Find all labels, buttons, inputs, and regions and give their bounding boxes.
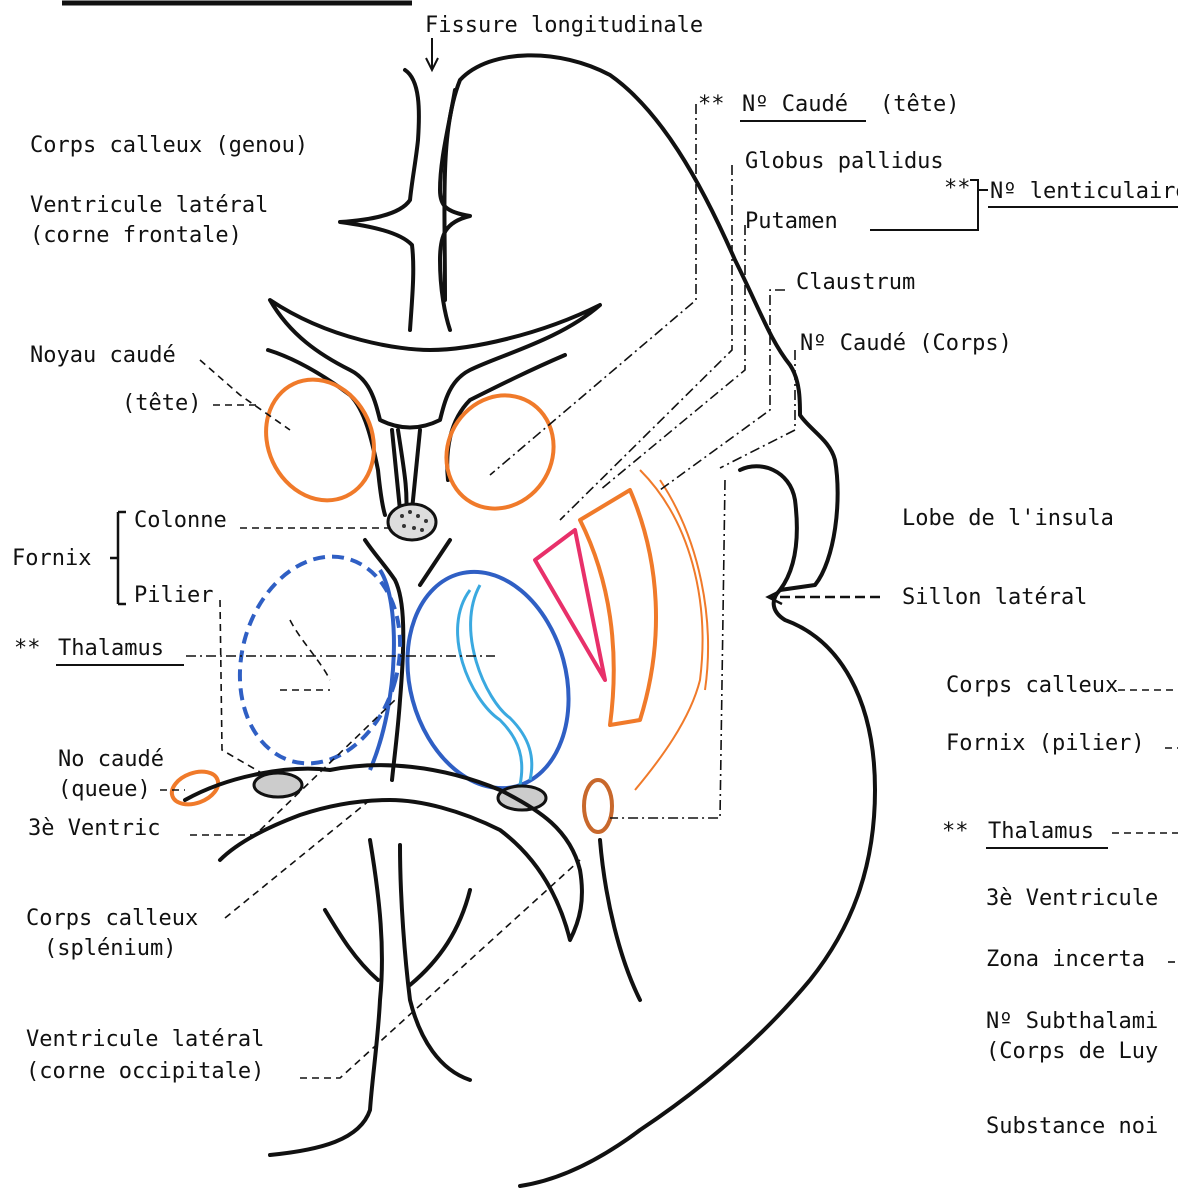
occipital-branch-right bbox=[410, 890, 470, 985]
fornix-column bbox=[388, 504, 436, 540]
label-zona-incerta: Zona incerta bbox=[986, 947, 1145, 972]
label-corps-calleux-right: Corps calleux bbox=[946, 673, 1118, 698]
label-caude-tete-suffix: (tête) bbox=[880, 92, 959, 117]
label-caude-tete: Nº Caudé bbox=[742, 92, 848, 117]
caude-tete-leader bbox=[490, 104, 696, 475]
label-3e-ventricule-right: 3è Ventricule bbox=[986, 886, 1158, 911]
label-corne-occipitale: (corne occipitale) bbox=[26, 1059, 264, 1084]
septum-pellucidum bbox=[392, 430, 420, 515]
label-corps-calleux-genou: Corps calleux (genou) bbox=[30, 133, 308, 158]
label-corne-frontale: (corne frontale) bbox=[30, 223, 242, 248]
right-hemisphere-lower-left bbox=[600, 840, 640, 1000]
label-pilier: Pilier bbox=[134, 583, 213, 608]
label-fornix: Fornix bbox=[12, 546, 91, 571]
label-sillon-lateral: Sillon latéral bbox=[902, 585, 1087, 610]
caude-corps-leader bbox=[720, 350, 795, 468]
label-corps-de-luy: (Corps de Luy bbox=[986, 1039, 1158, 1064]
thalamus-inner-lamina-2 bbox=[471, 585, 532, 780]
label-lenticulaire: Nº lenticulaire bbox=[990, 179, 1178, 204]
occipital-horn bbox=[270, 840, 470, 1155]
thalamus-inner-lamina bbox=[458, 590, 522, 785]
label-noyau-caude: Noyau caudé bbox=[30, 343, 176, 368]
label-globus-pallidus: Globus pallidus bbox=[745, 149, 944, 174]
label-thalamus-right-stars: ** bbox=[942, 819, 969, 844]
label-no-caude-queue: No caudé bbox=[58, 747, 164, 772]
putamen-leader bbox=[600, 225, 745, 490]
label-corps-calleux-splenium: Corps calleux bbox=[26, 906, 198, 931]
fornix-crus-left bbox=[254, 773, 302, 797]
label-caude-tete-stars: ** bbox=[698, 92, 725, 117]
frontal-horn-left bbox=[268, 350, 385, 515]
fornix-bracket bbox=[110, 512, 126, 604]
thalamus-left-internal-dashes bbox=[280, 620, 330, 690]
label-thalamus-right: Thalamus bbox=[988, 819, 1094, 844]
claustrum bbox=[635, 470, 708, 790]
occipitale-leader bbox=[300, 860, 580, 1078]
claustrum-leader bbox=[660, 290, 785, 490]
thalamus-left-medial bbox=[370, 570, 394, 770]
label-splenium: (splénium) bbox=[44, 936, 176, 961]
label-lenticulaire-stars: ** bbox=[944, 176, 971, 201]
label-thalamus-left: Thalamus bbox=[58, 636, 164, 661]
label-3e-ventric: 3è Ventric bbox=[28, 816, 160, 841]
label-colonne: Colonne bbox=[134, 508, 227, 533]
label-lobe-insula: Lobe de l'insula bbox=[902, 506, 1114, 531]
label-ventricule-lateral-occipitale: Ventricule latéral bbox=[26, 1027, 264, 1052]
insula-outline bbox=[740, 466, 797, 590]
longitudinal-fissure-left bbox=[340, 70, 419, 330]
label-substance-noi: Substance noi bbox=[986, 1114, 1158, 1139]
label-fissure-longitudinale: Fissure longitudinale bbox=[425, 13, 703, 38]
label-putamen: Putamen bbox=[745, 209, 838, 234]
pilier-leader bbox=[220, 600, 260, 772]
label-claustrum: Claustrum bbox=[796, 270, 915, 295]
caudate-tail-right bbox=[584, 780, 612, 832]
label-fornix-pilier-right: Fornix (pilier) bbox=[946, 731, 1145, 756]
label-tete: (tête) bbox=[122, 391, 201, 416]
label-ventricule-lateral-frontale: Ventricule latéral bbox=[30, 193, 268, 218]
label-thalamus-left-stars: ** bbox=[14, 636, 41, 661]
fornix-crus-right bbox=[498, 786, 546, 810]
label-queue: (queue) bbox=[58, 777, 151, 802]
corpus-callosum-genu bbox=[270, 300, 600, 428]
label-subthalami: Nº Subthalami bbox=[986, 1009, 1158, 1034]
label-caude-corps: Nº Caudé (Corps) bbox=[800, 331, 1012, 356]
occipital-branch-left bbox=[325, 910, 378, 980]
